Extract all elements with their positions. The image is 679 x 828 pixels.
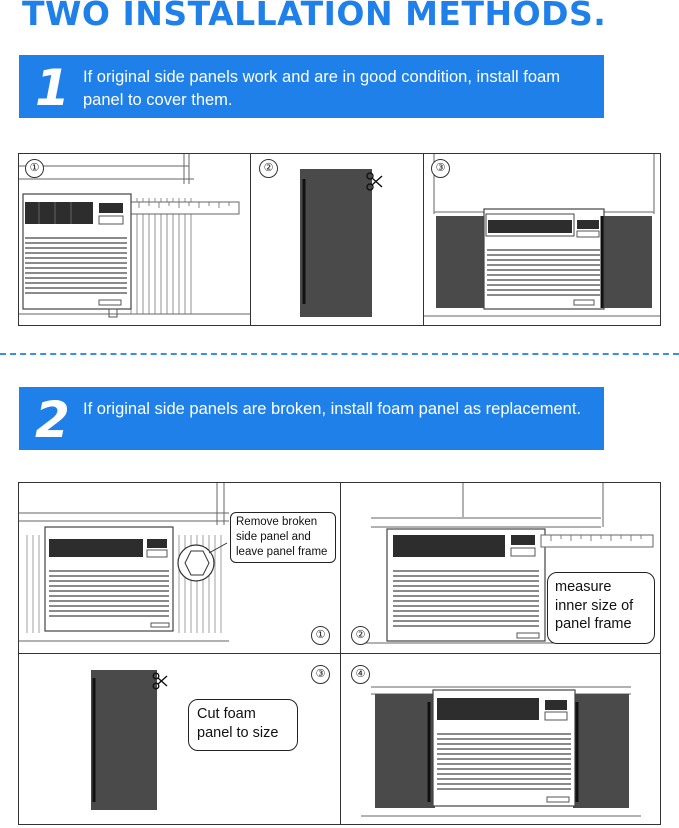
method-1-banner: 1 If original side panels work and are i… <box>19 55 604 118</box>
step-2-marker: ② <box>351 626 370 645</box>
foam-panel-cut-to-size-illustration <box>91 670 168 810</box>
ac-with-accordion-panel-illustration <box>19 154 250 318</box>
method-2-step-4-panel: ④ <box>340 653 661 825</box>
page-title: TWO INSTALLATION METHODS. <box>22 0 607 33</box>
ac-measure-frame-illustration <box>361 483 654 644</box>
ac-with-replacement-foam-panels-illustration <box>361 686 641 817</box>
method-1-number: 1 <box>35 59 70 117</box>
step-3-marker: ③ <box>431 159 450 178</box>
ac-remove-broken-panel-illustration <box>19 483 229 642</box>
method-2-step-3-panel: Cut foam panel to size ③ <box>18 653 341 825</box>
method-1-step-1-panel: ① <box>18 153 251 326</box>
method-2-text: If original side panels are broken, inst… <box>83 400 582 418</box>
method-1-step-3-panel: ③ <box>423 153 661 326</box>
method-2-step-2-panel: measure inner size of panel frame ② <box>340 482 661 654</box>
scissors-icon <box>366 172 383 191</box>
remove-panel-callout: Remove broken side panel and leave panel… <box>230 512 336 563</box>
method-2-number: 2 <box>35 391 70 449</box>
step-1-marker: ① <box>311 626 330 645</box>
method-1-text: If original side panels work and are in … <box>83 68 560 109</box>
cut-panel-callout: Cut foam panel to size <box>188 699 298 751</box>
foam-panel-cut-illustration <box>300 169 383 317</box>
ac-with-foam-panels-illustration <box>424 154 660 317</box>
method-1-step-2-panel: ② <box>250 153 424 326</box>
step-2-marker: ② <box>259 159 278 178</box>
step-1-marker: ① <box>25 159 44 178</box>
section-divider <box>0 353 679 355</box>
method-2-banner: 2 If original side panels are broken, in… <box>19 387 604 450</box>
step-3-marker: ③ <box>311 665 330 684</box>
measure-frame-callout: measure inner size of panel frame <box>547 572 655 644</box>
method-2-step-1-panel: Remove broken side panel and leave panel… <box>18 482 341 654</box>
scissors-icon <box>152 672 168 690</box>
step-4-marker: ④ <box>351 665 370 684</box>
